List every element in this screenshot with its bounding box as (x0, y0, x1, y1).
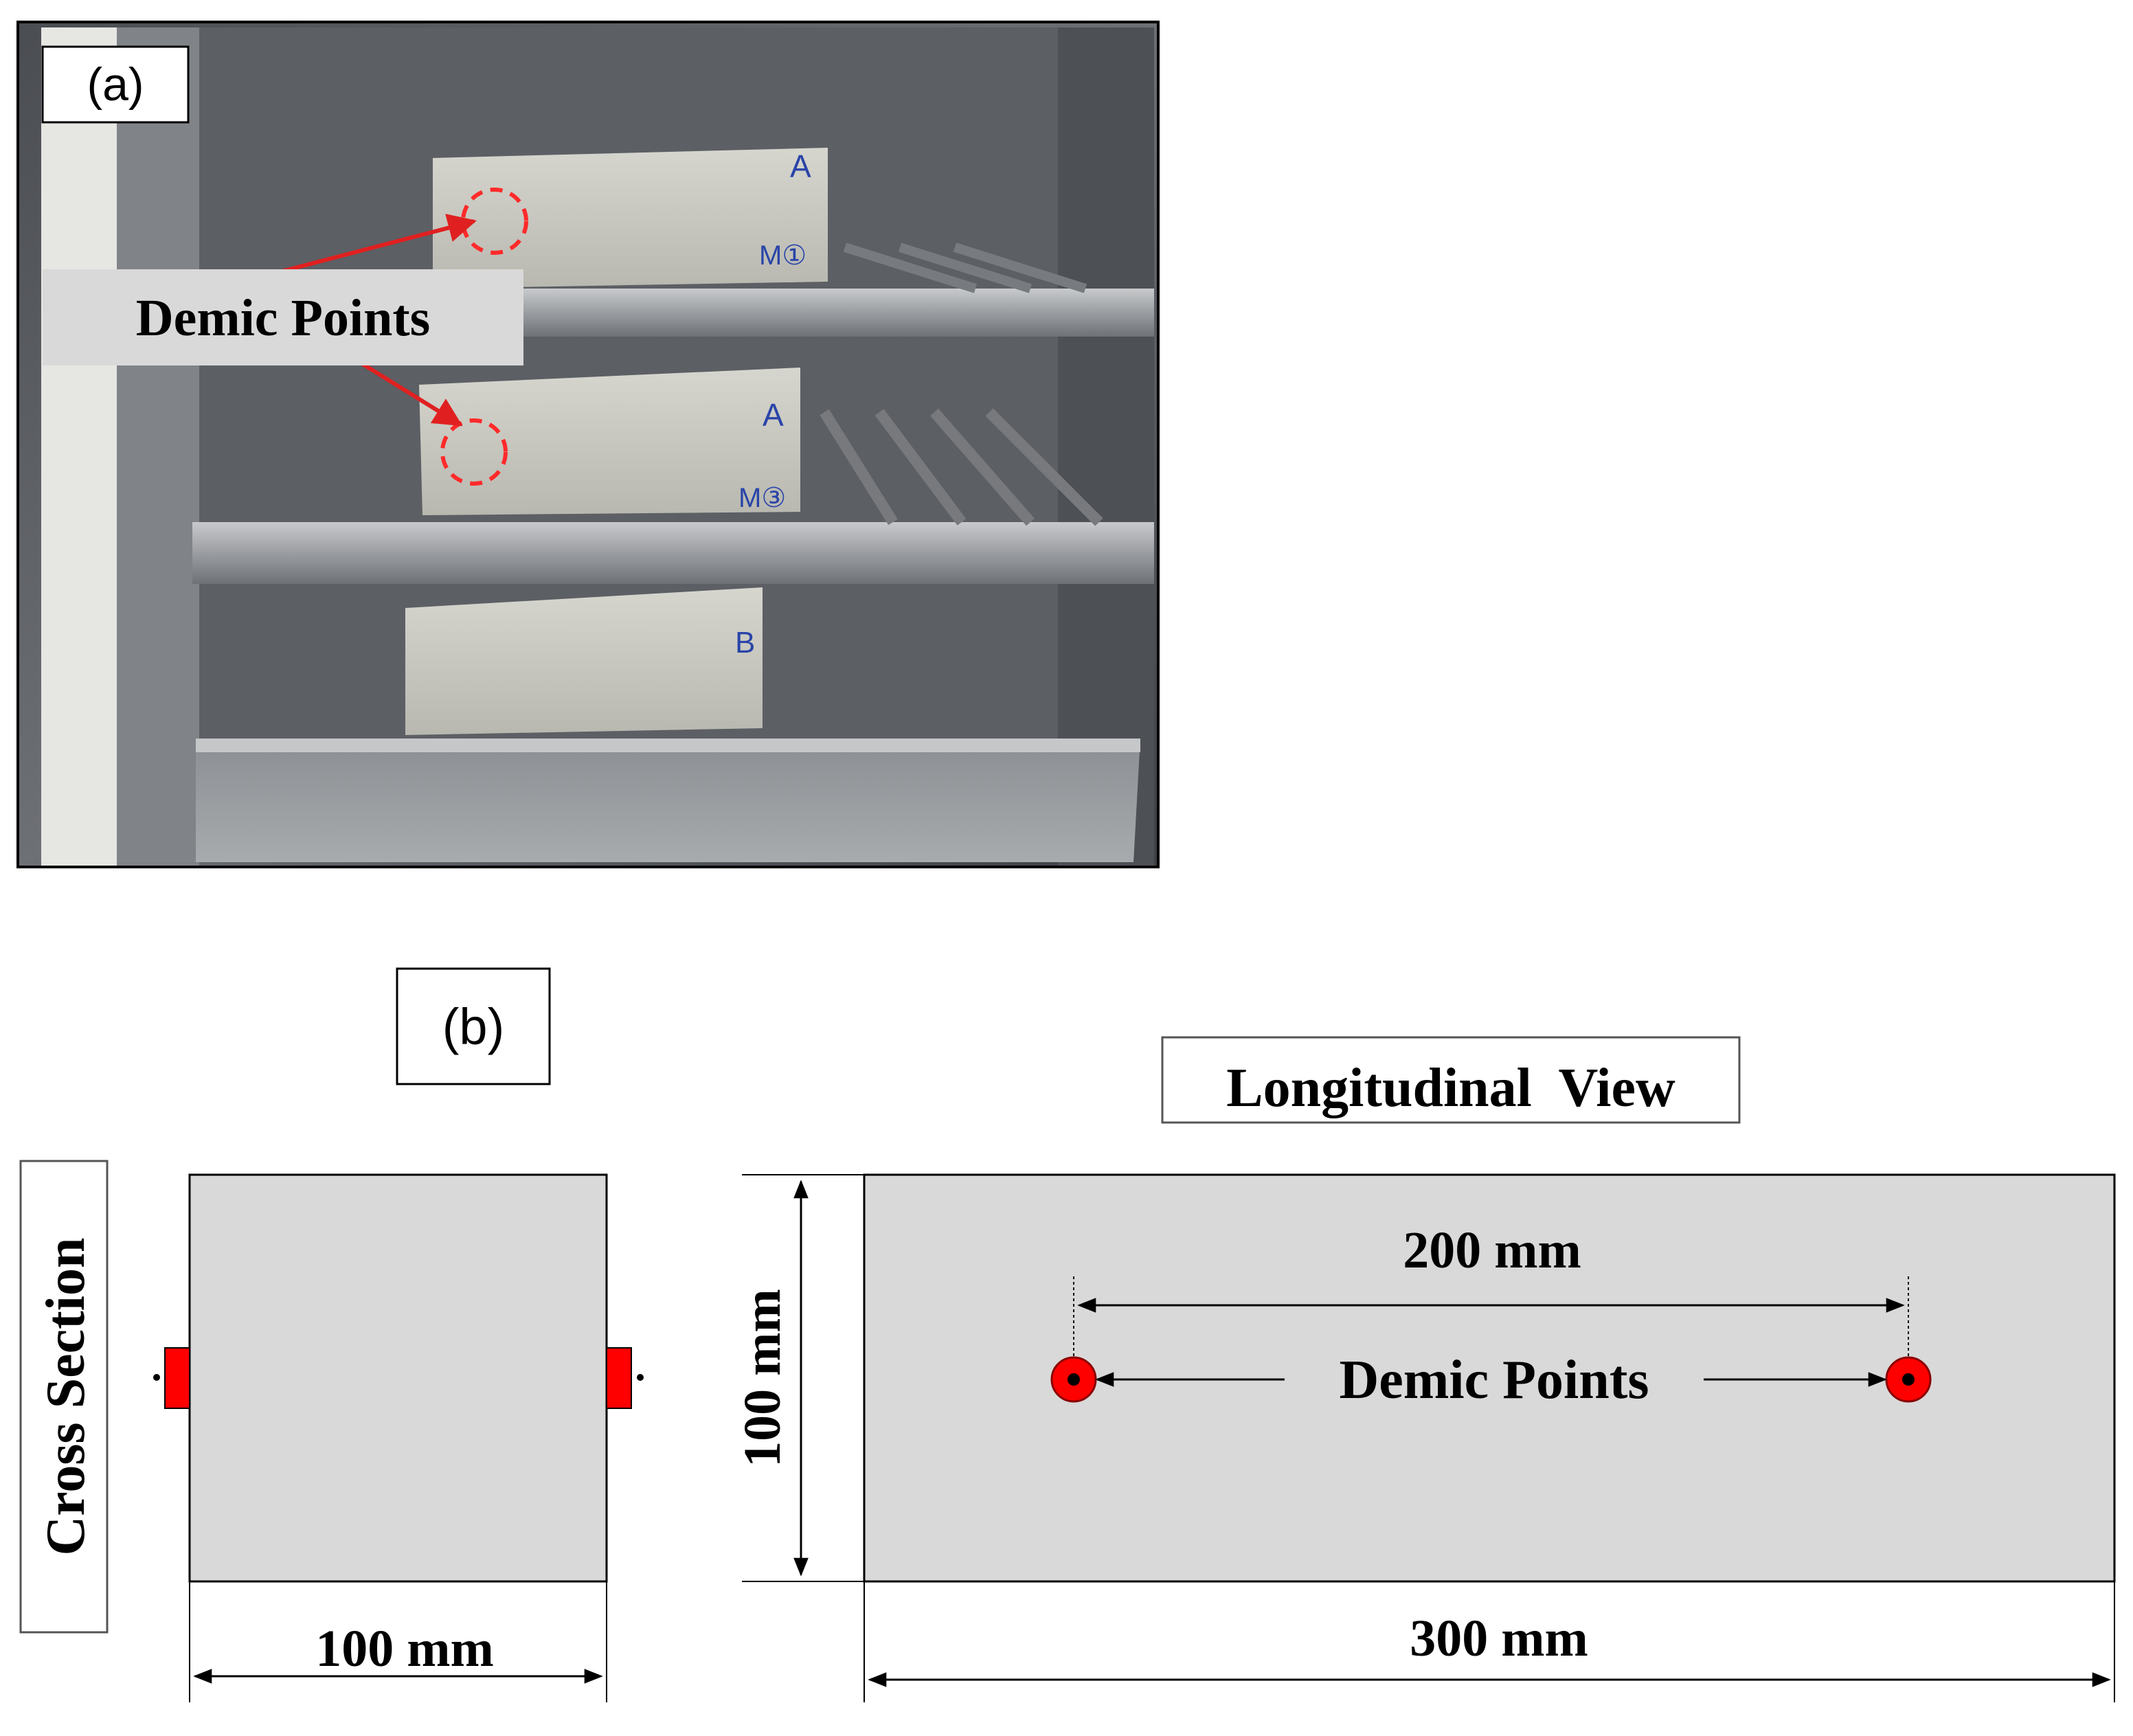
demec-highlight-circle (440, 418, 508, 486)
specimen-id: B (735, 626, 755, 660)
middle-shelf (192, 522, 1154, 584)
demec-stud-tip (637, 1374, 644, 1381)
specimen-mark: M③ (738, 483, 786, 513)
callout-arrow-top (281, 214, 477, 273)
demec-points-label: Demic Points (1339, 1350, 1649, 1410)
demec-stud-left (164, 1347, 190, 1409)
specimen-top: A M① (433, 148, 828, 289)
demec-highlight-circle (461, 188, 528, 255)
oven-left-wall (117, 27, 199, 866)
demec-point-right (1885, 1356, 1932, 1403)
specimen-id: A (790, 148, 811, 184)
cross-section-title-box (19, 1160, 109, 1634)
longitudinal-title-box (1161, 1036, 1741, 1124)
demec-point-left (1050, 1356, 1097, 1403)
callout-box (43, 269, 523, 365)
specimen-bottom: B (405, 587, 763, 735)
height-dimension-label: 100 mm (734, 1289, 791, 1467)
cross-section-title: Cross Section (36, 1238, 96, 1556)
panel-label: (a) (87, 58, 144, 111)
gauge-length-label: 200 mm (1403, 1221, 1581, 1279)
demec-stud-tip (153, 1374, 160, 1381)
specimen-id: A (763, 397, 784, 433)
panel-a-photo: A M① A M③ B Demic Poin (16, 21, 1160, 868)
panel-b-drawing: (b) Longitudinal View Cross Section 100 … (19, 967, 2116, 1702)
oven-door-frame (41, 27, 117, 866)
longitudinal-title: Longitudinal View (1226, 1058, 1675, 1118)
demec-stud-right (606, 1347, 632, 1409)
middle-shelf-rails (820, 408, 1103, 526)
panel-label: (b) (442, 998, 504, 1055)
top-shelf-rails (843, 243, 1087, 293)
specimen-mark: M① (759, 240, 806, 271)
panel-label-box (41, 45, 190, 124)
cross-section-width-label: 100 mm (315, 1620, 494, 1678)
specimen-middle: A M③ (419, 368, 800, 515)
length-dimension-label: 300 mm (1410, 1610, 1588, 1667)
top-shelf (426, 289, 1154, 337)
panel-label-box (396, 967, 551, 1085)
cross-section-specimen (188, 1173, 608, 1583)
floor-lip (196, 739, 1140, 752)
callout-arrow-middle (356, 359, 463, 427)
oven-right-wall (1058, 27, 1154, 866)
oven-floor (196, 739, 1140, 862)
callout-label: Demic Points (136, 289, 430, 347)
